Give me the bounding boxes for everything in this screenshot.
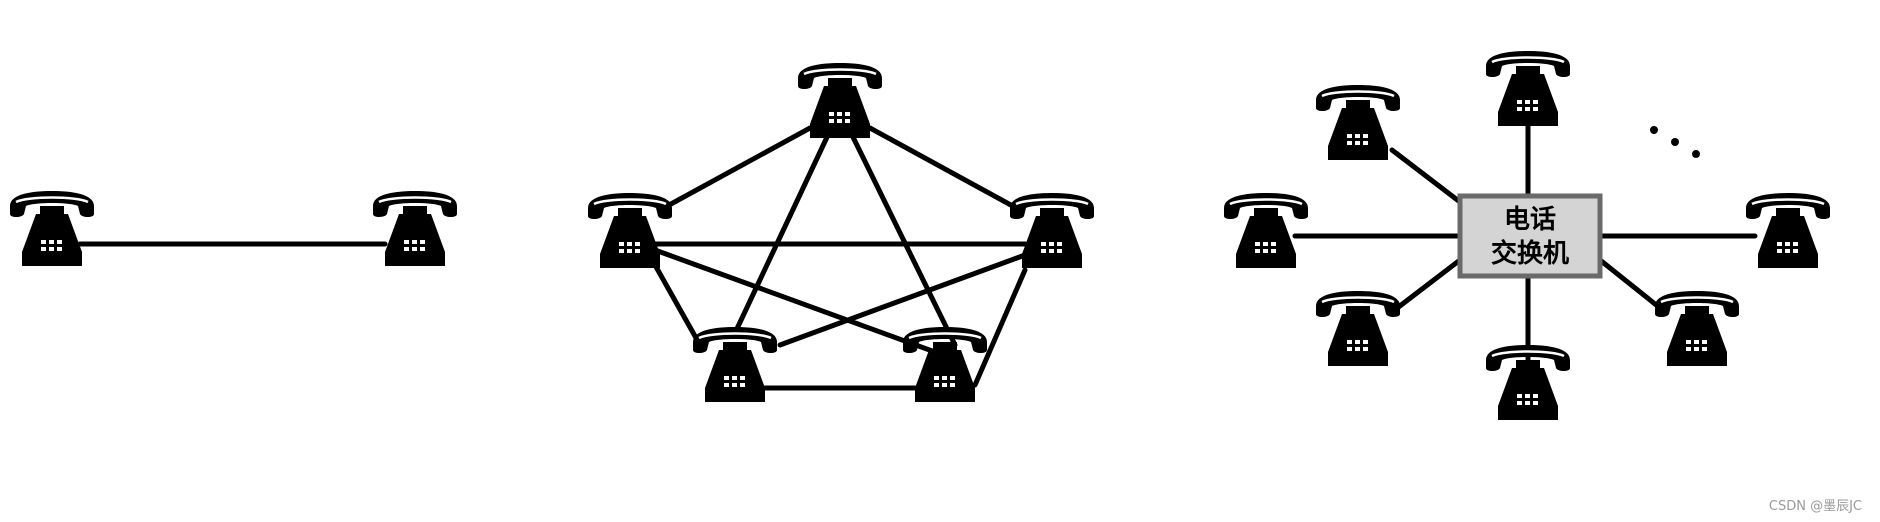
switch-label-line1: 电话 xyxy=(1504,205,1556,235)
telephone-icon xyxy=(1653,289,1741,368)
telephone-icon xyxy=(586,191,674,270)
link xyxy=(1597,257,1668,315)
link xyxy=(1389,257,1463,315)
telephone-icon xyxy=(1744,191,1832,270)
telephone-icon xyxy=(901,325,989,404)
link xyxy=(972,267,1028,388)
link xyxy=(657,125,813,213)
link xyxy=(652,247,938,355)
telephone-icon xyxy=(1314,83,1402,162)
link xyxy=(777,252,1028,348)
telephone-icon xyxy=(796,61,884,140)
watermark: CSDN @墨辰JC xyxy=(1768,499,1862,514)
link xyxy=(849,132,958,348)
mesh-network xyxy=(586,61,1096,404)
telephone-icon xyxy=(1314,289,1402,368)
telephone-icon xyxy=(691,325,779,404)
telephone-icon xyxy=(1484,49,1572,128)
link xyxy=(652,262,703,348)
link xyxy=(867,125,1023,213)
telephone-icon xyxy=(1484,343,1572,422)
switch-label-line2: 交换机 xyxy=(1491,238,1569,269)
telephone-icon xyxy=(1008,191,1096,270)
ellipsis-dots xyxy=(1650,126,1700,158)
telephone-icon xyxy=(8,189,96,268)
link xyxy=(732,132,831,336)
telephone-icon xyxy=(371,189,459,268)
switch-network: 电话 交换机 xyxy=(1222,49,1832,422)
telephone-switch xyxy=(1457,193,1603,279)
direct-network xyxy=(8,189,459,268)
telephone-icon xyxy=(1222,191,1310,270)
link xyxy=(1389,147,1463,205)
